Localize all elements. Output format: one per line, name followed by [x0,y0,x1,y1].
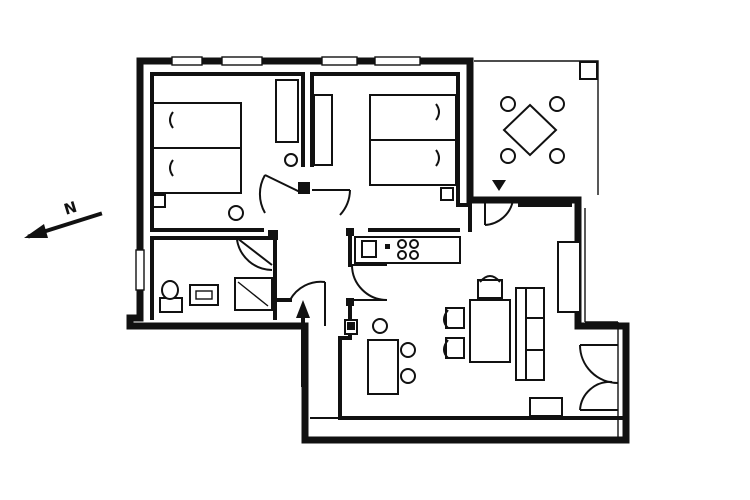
living-room [443,241,581,417]
bathroom [159,277,273,313]
kitchen-counter [354,236,461,264]
dining-corner [344,318,416,395]
bedroom-2 [313,94,457,201]
bedroom-1 [152,79,299,221]
doors [236,174,619,411]
balcony [474,60,599,195]
north-arrow: N [24,198,103,239]
windows-top [135,56,421,291]
interior-walls [150,72,619,437]
entrance-arrow [296,300,310,387]
north-label: N [62,198,79,219]
